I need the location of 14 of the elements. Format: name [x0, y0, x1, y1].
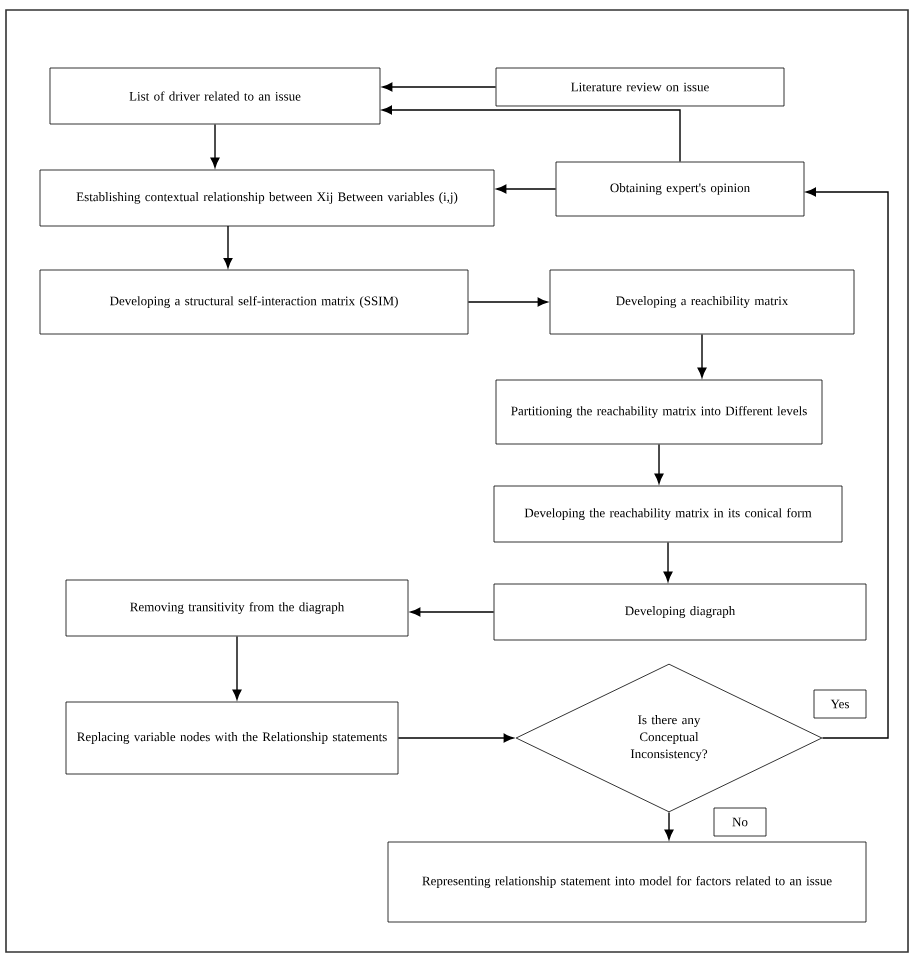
- arrow: [381, 105, 681, 163]
- arrow: [223, 225, 233, 269]
- arrow: [232, 635, 242, 700]
- arrow: [697, 333, 707, 378]
- arrow: [496, 184, 557, 194]
- arrow: [805, 187, 889, 739]
- arrow: [654, 443, 664, 484]
- arrow: [210, 123, 220, 168]
- arrow: [397, 733, 514, 743]
- arrow: [663, 541, 673, 582]
- arrow: [410, 607, 495, 617]
- arrow: [467, 297, 548, 307]
- arrow: [382, 82, 497, 92]
- arrow: [664, 811, 674, 840]
